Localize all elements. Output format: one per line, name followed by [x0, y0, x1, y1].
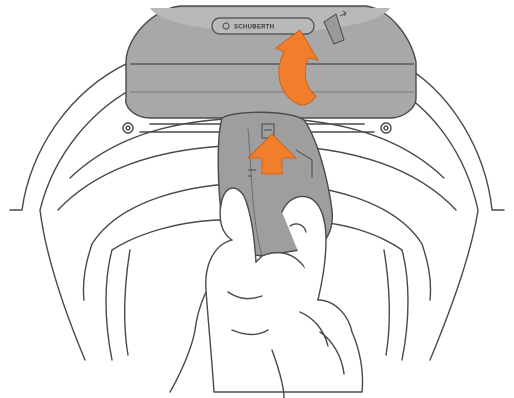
device-brand-text: SCHUBERTH [234, 25, 274, 31]
communication-unit: SCHUBERTH [126, 6, 416, 118]
